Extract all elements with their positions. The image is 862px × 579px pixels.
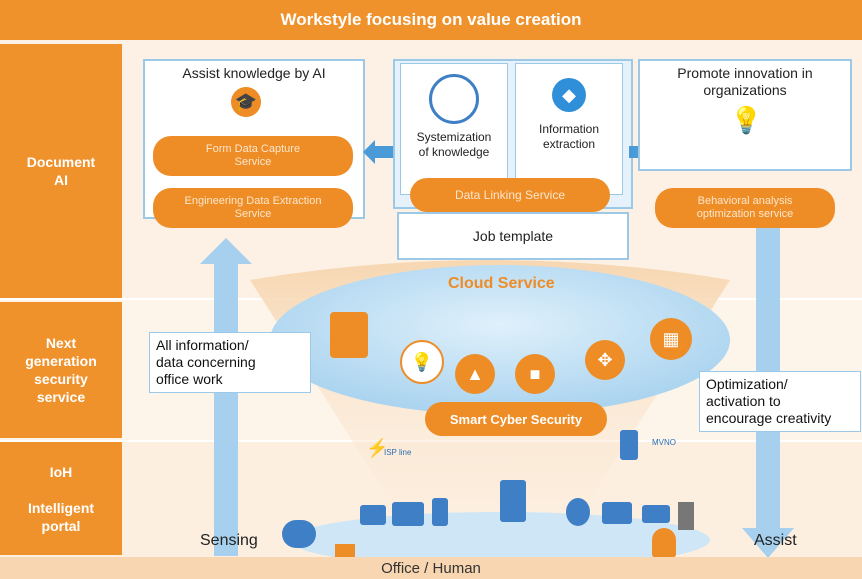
systemization-label: Systemization of knowledge bbox=[416, 130, 492, 159]
row-label-ioh: IoH bbox=[49, 463, 73, 480]
information-extraction-box: ◆ Information extraction bbox=[515, 63, 623, 195]
left-arrow bbox=[363, 140, 393, 164]
row-label-document-ai: Document AI bbox=[0, 44, 122, 298]
robot-icon: ■ bbox=[515, 354, 555, 394]
form-data-capture-service: Form Data Capture Service bbox=[153, 136, 353, 176]
row-label-ioh-portal: IoH Intelligent portal bbox=[0, 442, 122, 555]
service-label: Behavioral analysis optimization service bbox=[696, 195, 794, 220]
job-template-label: Job template bbox=[472, 228, 554, 244]
row-label-text: Document AI bbox=[26, 154, 96, 188]
job-template-box: Job template bbox=[397, 212, 629, 260]
assist-label: Assist bbox=[754, 532, 797, 549]
person-icon bbox=[652, 528, 676, 558]
lightbulb-icon: 💡 bbox=[730, 105, 763, 135]
smart-cyber-security: Smart Cyber Security bbox=[425, 402, 607, 436]
assist-knowledge-title: Assist knowledge by AI bbox=[182, 65, 326, 81]
sensing-label: Sensing bbox=[200, 532, 258, 549]
laptop-icon bbox=[392, 502, 424, 526]
behavioral-analysis-service: Behavioral analysis optimization service bbox=[655, 188, 835, 228]
optimization-label: Optimization/ activation to encourage cr… bbox=[699, 371, 861, 432]
graduation-cap-icon: 🎓 bbox=[231, 87, 261, 117]
camera-icon bbox=[566, 498, 590, 526]
row-label-security: Next generation security service bbox=[0, 302, 122, 438]
innovation-title: Promote innovation in organizations bbox=[677, 65, 813, 98]
footer-label: Office / Human bbox=[381, 559, 481, 577]
projector-icon bbox=[642, 505, 670, 523]
security-label: Smart Cyber Security bbox=[449, 411, 583, 427]
innovation-box: Promote innovation in organizations 💡 bbox=[638, 59, 852, 171]
up-arrow bbox=[200, 238, 252, 556]
service-label: Form Data Capture Service bbox=[205, 143, 301, 168]
all-information-label: All information/ data concerning office … bbox=[149, 332, 311, 393]
label-text: Optimization/ activation to encourage cr… bbox=[706, 376, 832, 426]
isp-line-label: ISP line bbox=[384, 448, 412, 457]
id-card-icon: ▦ bbox=[650, 318, 692, 360]
locker-icon bbox=[678, 502, 694, 530]
service-label: Engineering Data Extraction Service bbox=[184, 195, 322, 220]
mvno-label: MVNO bbox=[652, 438, 676, 447]
extraction-label: Information extraction bbox=[538, 122, 600, 151]
joystick-icon: ▲ bbox=[455, 354, 495, 394]
engineering-data-extraction-service: Engineering Data Extraction Service bbox=[153, 188, 353, 228]
data-linking-service: Data Linking Service bbox=[410, 178, 610, 212]
document-icon bbox=[330, 312, 368, 358]
brain-icon bbox=[429, 74, 479, 124]
row-label-portal: Intelligent portal bbox=[27, 499, 95, 534]
lightning-icon: ⚡ bbox=[366, 438, 389, 458]
cloud-service-label: Cloud Service bbox=[448, 275, 555, 292]
service-label: Data Linking Service bbox=[454, 187, 566, 202]
tablet-icon bbox=[360, 505, 386, 525]
phone-icon bbox=[432, 498, 448, 526]
lightbulb-icon: 💡 bbox=[400, 340, 444, 384]
page-title: Workstyle focusing on value creation bbox=[0, 0, 862, 40]
row-label-text: Next generation security service bbox=[25, 335, 97, 405]
diamond-icon: ◆ bbox=[552, 78, 586, 112]
printer-icon bbox=[500, 480, 526, 522]
mobile-device-icon bbox=[620, 430, 638, 460]
monitor-icon bbox=[602, 502, 632, 524]
label-text: All information/ data concerning office … bbox=[156, 337, 256, 387]
systemization-box: Systemization of knowledge bbox=[400, 63, 508, 195]
office-human-bar: Office / Human bbox=[0, 557, 862, 579]
directions-icon: ✥ bbox=[585, 340, 625, 380]
hand-ear-icon bbox=[282, 520, 316, 548]
